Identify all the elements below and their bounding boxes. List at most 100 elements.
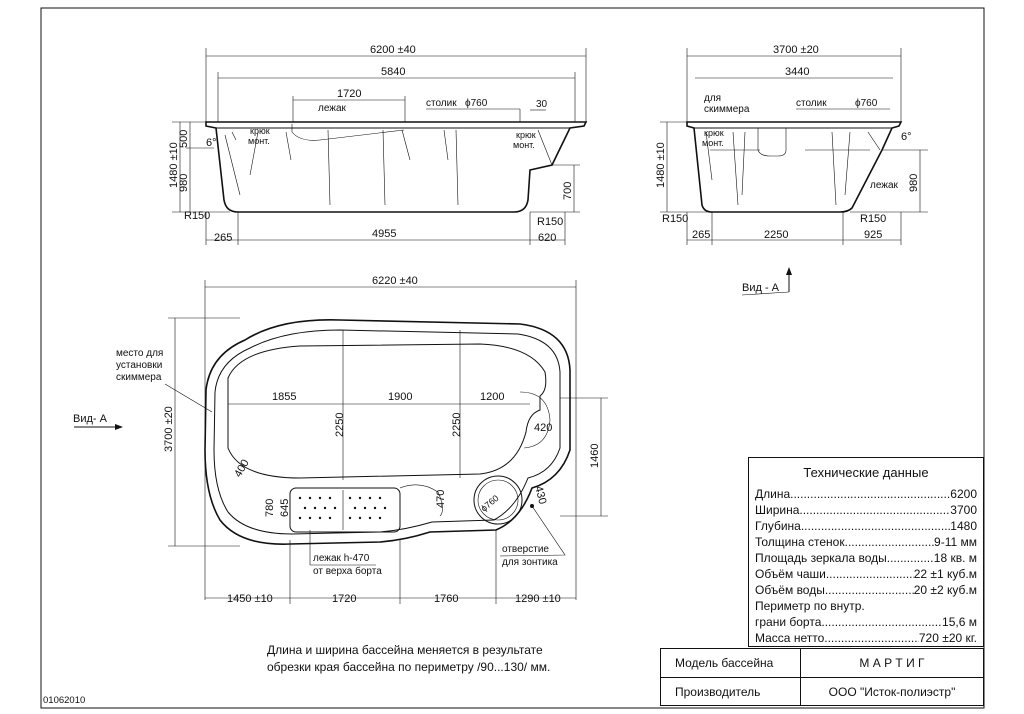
label-vid-a-end: Вид - А	[742, 282, 780, 294]
tech-row-key: Длина	[755, 487, 791, 501]
tech-row-key: Ширина	[755, 503, 800, 517]
dim-980-side: 980	[178, 174, 190, 192]
dim-1720-side: 1720	[337, 88, 361, 100]
dim-1760: 1760	[434, 593, 458, 605]
tech-data-title: Технические данные	[803, 465, 929, 480]
label-lezhak-side: лежак	[318, 103, 347, 114]
tech-row-key: Объём чаши	[755, 567, 826, 581]
dim-400: 400	[232, 458, 252, 480]
model-row: Модель бассейна М А Р Т И Г	[661, 649, 983, 678]
dim-470: 470	[435, 490, 447, 508]
tech-row-dots	[821, 614, 942, 630]
dim-6200: 6200 ±40	[370, 44, 416, 56]
label-phi760-plan: ϕ760	[479, 493, 501, 514]
tech-row-value: 20 ±2 куб.м	[913, 583, 977, 597]
label-r150-left: R150	[184, 210, 210, 222]
label-stolik-side: столик	[426, 98, 457, 109]
label-vid-a-plan: Вид- А	[73, 413, 108, 425]
tech-row: Объём воды 20 ±2 куб.м	[755, 582, 977, 598]
side-view: 6200 ±40 5840 1720 лежак столик ϕ760 30 …	[168, 44, 588, 245]
dim-2250-plan-a: 2250	[334, 413, 346, 437]
tech-row: Ширина 3700	[755, 502, 977, 518]
dim-500: 500	[178, 130, 190, 148]
dim-265-end: 265	[692, 229, 710, 241]
label-r150-end-left: R150	[662, 213, 688, 225]
bench-jets	[298, 496, 387, 520]
drawing-code: 01062010	[43, 695, 86, 706]
dim-1450: 1450 ±10	[227, 593, 273, 605]
maker-value: ООО "Исток-полиэстр"	[828, 685, 956, 699]
dim-430: 430	[532, 485, 548, 506]
tech-row-value: 15,6 м	[942, 615, 977, 629]
tech-row-dots	[826, 566, 914, 582]
dim-3700-plan: 3700 ±20	[163, 406, 175, 452]
maker-label: Производитель	[661, 678, 801, 706]
label-r150-right: R150	[537, 216, 563, 228]
table-circle	[473, 475, 523, 525]
tech-row-dots	[887, 550, 934, 566]
tech-row-key: Площадь зеркала воды	[755, 551, 887, 565]
tech-row-value: 22 ±1 куб.м	[913, 567, 977, 581]
dim-620: 620	[538, 232, 556, 244]
dim-1200: 1200	[480, 391, 504, 403]
dim-30: 30	[536, 99, 548, 110]
dim-1720-plan: 1720	[332, 593, 356, 605]
dim-420: 420	[534, 422, 552, 434]
tech-row-dots	[790, 486, 950, 502]
title-block: Модель бассейна М А Р Т И Г Производител…	[660, 648, 984, 706]
tech-row-dots	[801, 518, 950, 534]
dim-1900: 1900	[388, 391, 412, 403]
tech-row-value: 720 ±20 кг.	[918, 631, 977, 645]
maker-row: Производитель ООО "Исток-полиэстр"	[661, 678, 983, 706]
dim-700: 700	[562, 182, 574, 200]
dim-5840: 5840	[381, 66, 405, 78]
lezhak-bench	[289, 487, 401, 533]
tech-row: Площадь зеркала воды 18 кв. м	[755, 550, 977, 566]
tech-row-key: Объём воды	[755, 583, 825, 597]
tech-row-value: 1480	[950, 519, 977, 533]
label-skimmer-place: место для установки скиммера	[116, 348, 166, 383]
label-r150-end-right: R150	[860, 213, 886, 225]
tech-row-dots	[799, 502, 950, 518]
dim-2250-plan-b: 2250	[451, 413, 463, 437]
dim-265-side: 265	[214, 232, 232, 244]
tech-row-key: Глубина	[755, 519, 801, 533]
dim-1855: 1855	[272, 391, 296, 403]
tech-row-dots	[845, 534, 934, 550]
dim-645: 645	[279, 499, 291, 517]
label-phi760-side: ϕ760	[465, 98, 488, 109]
model-label: Модель бассейна	[661, 649, 801, 677]
label-lezhak-end: лежак	[870, 180, 899, 191]
footnote: Длина и ширина бассейна меняется в резул…	[267, 642, 607, 676]
tech-row-value: 6200	[950, 487, 977, 501]
tech-row: Длина 6200	[755, 486, 977, 502]
label-stolik-end: столик	[796, 98, 827, 109]
footnote-line-1: Длина и ширина бассейна меняется в резул…	[267, 643, 543, 657]
tech-row: Толщина стенок 9-11 мм	[755, 534, 977, 550]
tech-row-key: Периметр по внутр.	[755, 599, 865, 613]
dim-980-end: 980	[908, 174, 920, 192]
tech-row-key: грани борта	[755, 615, 822, 629]
dim-925: 925	[864, 229, 882, 241]
label-phi760-end: ϕ760	[855, 98, 878, 109]
angle-6-side: 6°	[206, 137, 217, 149]
tech-row-value: 18 кв. м	[933, 551, 977, 565]
dim-1290: 1290 ±10	[515, 593, 561, 605]
tech-row: Масса нетто 720 ±20 кг.	[755, 630, 977, 646]
footnote-line-2: обрезки края бассейна по периметру /90..…	[267, 660, 551, 674]
dim-4955: 4955	[372, 228, 396, 240]
angle-6-end: 6°	[901, 131, 912, 143]
dim-3700-end: 3700 ±20	[773, 44, 819, 56]
dim-780: 780	[264, 499, 276, 517]
tech-row: Периметр по внутр.	[755, 598, 977, 614]
